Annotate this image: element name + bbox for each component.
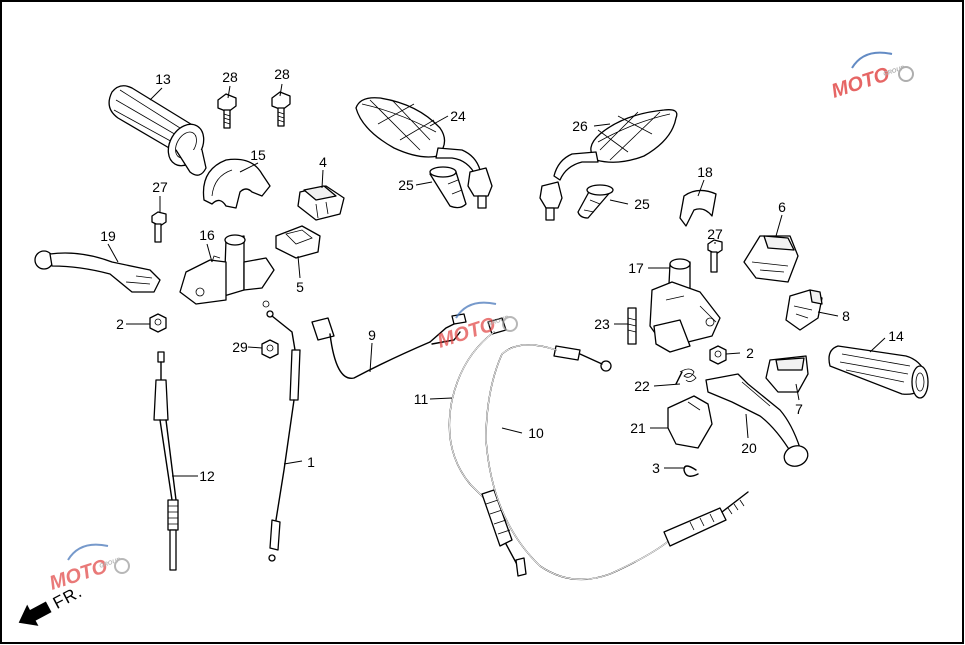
callout-15: 15 <box>250 147 266 163</box>
watermark-swoosh-icon <box>455 301 497 319</box>
cover-21-part <box>667 395 713 449</box>
throttle-grip-part <box>108 85 207 176</box>
brake-cable-10-part <box>485 344 749 581</box>
switch-5-part <box>275 225 321 259</box>
callout-5: 5 <box>296 279 304 295</box>
callout-1: 1 <box>307 454 315 470</box>
screw-27a-part <box>151 211 167 243</box>
bolt-28a-part <box>217 93 237 129</box>
callout-26: 26 <box>572 118 588 134</box>
watermark-top-right: MOTO GROUP <box>829 51 914 103</box>
mirror-boot-left-part <box>429 166 467 209</box>
mirror-boot-right-part <box>577 184 614 219</box>
callout-7: 7 <box>795 401 803 417</box>
lever-bracket-part <box>179 234 275 308</box>
callout-8: 8 <box>842 308 850 324</box>
mirror-left-part <box>355 97 493 209</box>
callout-24: 24 <box>450 108 466 124</box>
watermark-logo-text: MOTO <box>435 313 499 352</box>
callout-2a: 2 <box>116 316 124 332</box>
callout-16: 16 <box>199 227 215 243</box>
callout-19: 19 <box>100 228 116 244</box>
grip-right-part <box>828 345 929 399</box>
switch-6-part <box>743 235 799 283</box>
clamp-18-part <box>679 189 717 227</box>
callout-6: 6 <box>778 199 786 215</box>
callout-27b: 27 <box>707 226 723 242</box>
watermark-center: MOTO GROUP <box>435 301 518 353</box>
nut-29-part <box>261 339 279 359</box>
bolt-28b-part <box>271 91 291 127</box>
callout-27a: 27 <box>152 179 168 195</box>
throttle-cable-part <box>266 310 301 562</box>
callout-labels: 13 28 28 15 4 27 19 16 5 2 29 9 24 25 26… <box>100 66 904 484</box>
callout-4: 4 <box>319 154 327 170</box>
clutch-cable-part <box>153 351 179 571</box>
callout-3: 3 <box>652 460 660 476</box>
callout-21: 21 <box>630 420 646 436</box>
callout-25b: 25 <box>634 196 650 212</box>
callout-9: 9 <box>368 327 376 343</box>
switch-8-part <box>785 289 823 331</box>
callout-22: 22 <box>634 378 650 394</box>
callout-11: 11 <box>414 391 429 407</box>
watermark-swoosh-icon <box>851 51 893 69</box>
spring-22-part <box>675 368 697 385</box>
callout-12: 12 <box>199 468 215 484</box>
callout-25a: 25 <box>398 177 414 193</box>
callout-23: 23 <box>594 316 610 332</box>
callout-17: 17 <box>628 260 644 276</box>
callout-29: 29 <box>232 339 248 355</box>
callout-20: 20 <box>741 440 757 456</box>
watermark-gear-icon <box>898 66 914 82</box>
watermark-gear-icon <box>114 558 130 574</box>
screw-27b-part <box>707 239 723 273</box>
callout-13: 13 <box>155 71 171 87</box>
throttle-housing-part <box>202 158 271 209</box>
nut-2a-part <box>149 313 167 333</box>
brake-cable-11-part <box>448 317 527 577</box>
switch-4-part <box>297 185 345 221</box>
callout-2b: 2 <box>746 345 754 361</box>
mirror-right-part <box>539 109 678 221</box>
bolt-23-part <box>627 307 637 345</box>
nut-2b-part <box>709 345 727 365</box>
callout-10: 10 <box>528 425 544 441</box>
cable-9-part <box>311 313 467 379</box>
callout-18: 18 <box>697 164 713 180</box>
callout-28b: 28 <box>274 66 290 82</box>
callout-14: 14 <box>888 328 904 344</box>
watermark-swoosh-icon <box>67 543 109 561</box>
switch-7-part <box>765 355 809 393</box>
brake-lever-part <box>705 373 809 467</box>
watermark-gear-icon <box>502 316 518 332</box>
front-arrow-icon <box>18 601 52 626</box>
leader-lines <box>107 83 886 477</box>
brake-master-cylinder-part <box>649 258 721 353</box>
clip-3-part <box>683 465 699 477</box>
watermark-bottom-left: MOTO GROUP <box>47 543 130 595</box>
callout-28a: 28 <box>222 69 238 85</box>
clutch-lever-part <box>34 250 161 293</box>
watermark-logo-text: MOTO <box>829 63 893 102</box>
